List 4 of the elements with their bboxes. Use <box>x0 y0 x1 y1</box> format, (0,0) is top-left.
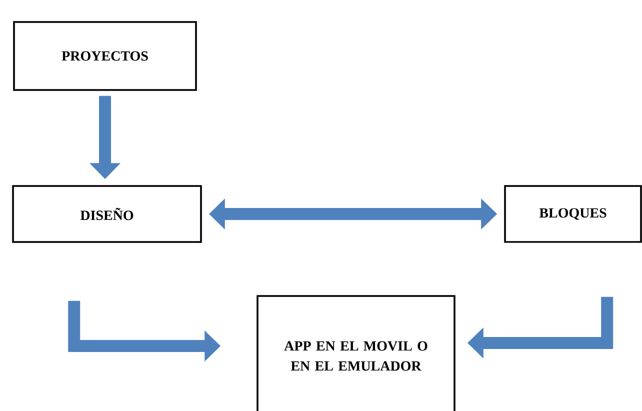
process-box: APP EN EL MOVIL O EN EL EMULADOR <box>256 295 456 411</box>
process-box: DISEÑO <box>12 185 202 243</box>
process-box: PROYECTOS <box>13 21 197 91</box>
process-box: BLOQUES <box>504 185 642 243</box>
